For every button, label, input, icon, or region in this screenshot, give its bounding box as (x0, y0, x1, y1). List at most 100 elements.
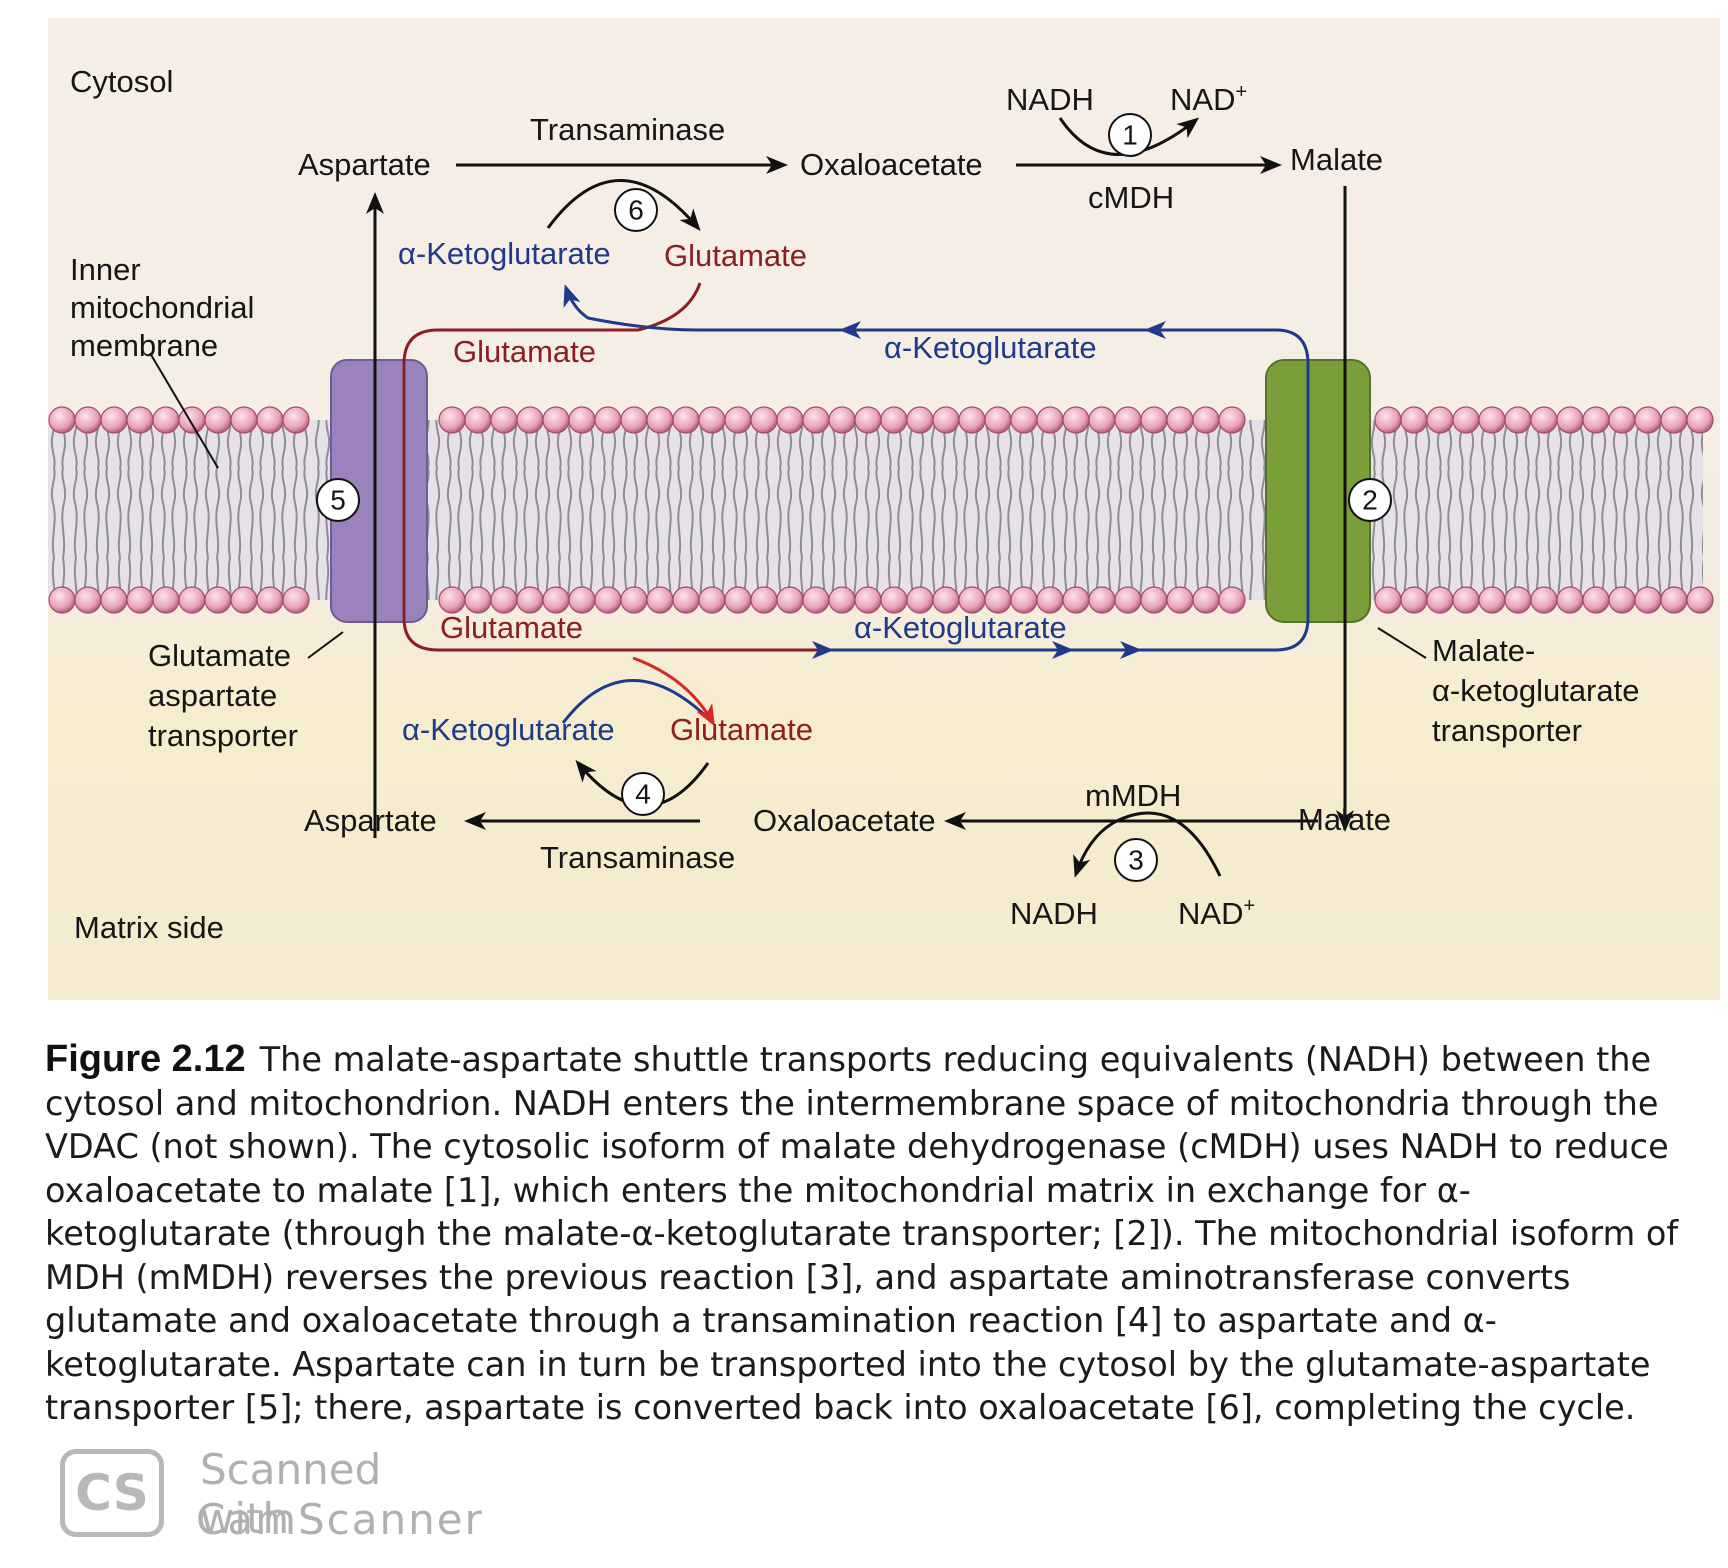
lipid-head (1010, 406, 1038, 434)
lipid-head (568, 406, 596, 434)
nadh-cytosol: NADH (1006, 82, 1094, 117)
step-6-marker: 6 (614, 188, 658, 232)
lipid-head (1530, 586, 1558, 614)
lipid-head (1088, 406, 1116, 434)
membrane-label-3: membrane (70, 328, 218, 363)
matrix-label: Matrix side (74, 910, 224, 945)
lipid-head (1166, 406, 1194, 434)
lipid-head (1140, 586, 1168, 614)
lipid-head (906, 406, 934, 434)
lipid-head (152, 406, 180, 434)
lipid-head (932, 406, 960, 434)
malate-aspartate-shuttle-diagram: 1 2 3 4 5 6 Cytosol Matrix side Inner mi… (48, 64, 1714, 945)
lipid-head (542, 406, 570, 434)
lipid-head (490, 406, 518, 434)
lipid-head (1374, 586, 1402, 614)
lipid-head (74, 406, 102, 434)
lipid-head (1556, 586, 1584, 614)
lipid-head (1426, 406, 1454, 434)
watermark-line-2: CamScanner (196, 1495, 484, 1544)
lipid-head (620, 406, 648, 434)
glutamate-curve-4-red (632, 656, 715, 727)
lipid-head (464, 406, 492, 434)
lipid-head (438, 406, 466, 434)
lipid-head (100, 406, 128, 434)
lipid-head (1400, 586, 1428, 614)
lipid-head (1452, 406, 1480, 434)
lipid-head (516, 406, 544, 434)
lipid-head (282, 586, 310, 614)
lipid-head (1218, 406, 1246, 434)
step-1-marker: 1 (1108, 113, 1152, 157)
right-transporter-label-1: Malate- (1432, 633, 1535, 668)
transaminase-matrix: Transaminase (540, 840, 735, 875)
lipid-head (1634, 586, 1662, 614)
camscanner-logo: CS (60, 1449, 164, 1537)
lipid-head (1062, 586, 1090, 614)
lipid-head (178, 586, 206, 614)
lipid-head (594, 586, 622, 614)
svg-text:2: 2 (1362, 485, 1378, 516)
watermark-line-1: Scanned with (200, 1445, 382, 1543)
transaminase-cytosol: Transaminase (530, 112, 725, 147)
lipid-head (282, 406, 310, 434)
lipid-head (204, 406, 232, 434)
nadh-matrix: NADH (1010, 896, 1098, 931)
diagram-panel: 1 2 3 4 5 6 Cytosol Matrix side Inner mi… (48, 18, 1720, 1000)
right-transporter-pointer (1377, 627, 1427, 659)
svg-text:5: 5 (330, 485, 346, 516)
lipid-head (828, 406, 856, 434)
lipid-head (126, 406, 154, 434)
malate-cytosol: Malate (1290, 142, 1383, 177)
lipid-head (100, 586, 128, 614)
step-5-marker: 5 (316, 478, 360, 522)
malate-matrix: Malate (1298, 802, 1391, 837)
akg-path-right (1134, 328, 1310, 652)
lipid-head (880, 406, 908, 434)
lipid-head (750, 586, 778, 614)
lipid-head (152, 586, 180, 614)
glutamate-matrix-reaction: Glutamate (670, 712, 813, 747)
lipid-head (776, 406, 804, 434)
lipid-head (204, 586, 232, 614)
aspartate-matrix: Aspartate (304, 803, 437, 838)
lipid-head (126, 586, 154, 614)
lipid-head (802, 586, 830, 614)
lipid-head (672, 586, 700, 614)
lipid-head (1478, 406, 1506, 434)
lipid-head (828, 586, 856, 614)
glutamate-path (402, 282, 702, 652)
right-transporter-label-3: transporter (1432, 713, 1582, 748)
lipid-head (672, 406, 700, 434)
lipid-head (1426, 586, 1454, 614)
svg-text:4: 4 (635, 779, 651, 810)
lipid-head (1556, 406, 1584, 434)
akg-bottom-flow: α-Ketoglutarate (854, 610, 1067, 645)
lipid-head (1192, 406, 1220, 434)
lipid-head (724, 586, 752, 614)
lipid-head (256, 586, 284, 614)
arrow-nadh-to-nad (1058, 117, 1200, 156)
caption-text: The malate-aspartate shuttle transports … (45, 1040, 1679, 1427)
left-transporter-label-1: Glutamate (148, 638, 291, 673)
step-3-marker: 3 (1114, 838, 1158, 882)
lipid-head (958, 406, 986, 434)
glutamate-top-flow: Glutamate (453, 334, 596, 369)
svg-text:6: 6 (628, 195, 644, 226)
akg-cytosol-reaction: α-Ketoglutarate (398, 236, 611, 271)
lipid-head (1660, 586, 1688, 614)
lipid-head (1166, 586, 1194, 614)
lipid-head (698, 586, 726, 614)
lipid-head (984, 406, 1012, 434)
lipid-head (1218, 586, 1246, 614)
lipid-head (776, 586, 804, 614)
lipid-head (1660, 406, 1688, 434)
lipid-head (178, 406, 206, 434)
nad-matrix: NAD+ (1178, 895, 1255, 931)
lipid-head (1452, 586, 1480, 614)
membrane-label-1: Inner (70, 252, 141, 287)
lipid-head (1608, 586, 1636, 614)
left-transporter-pointer (307, 631, 344, 659)
mmdh-label: mMDH (1085, 778, 1181, 813)
arrow-nad-to-nadh (1073, 811, 1222, 878)
